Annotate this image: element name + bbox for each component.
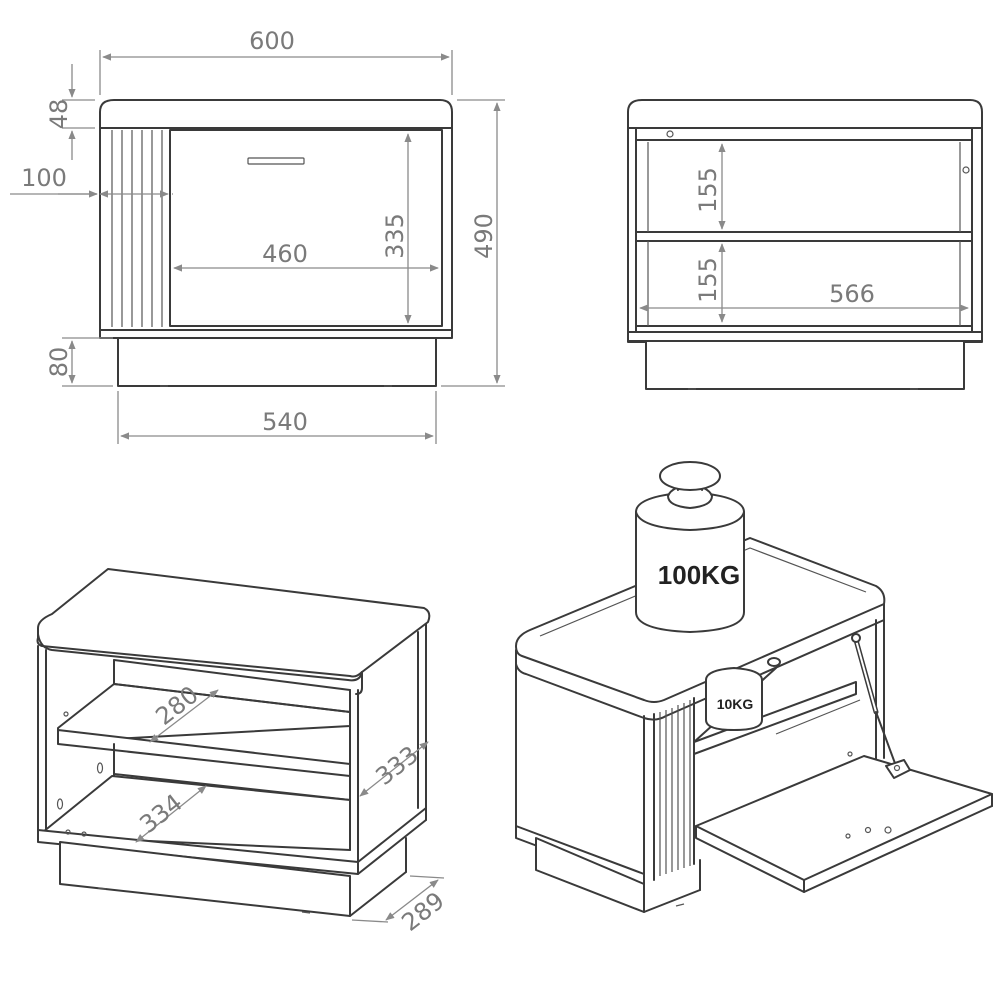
front-base	[117, 337, 437, 387]
load-label-100kg: 100KG	[658, 560, 740, 590]
load-label-10kg: 10KG	[717, 696, 754, 712]
open-door	[695, 755, 993, 881]
front-slat-panel	[111, 130, 163, 327]
dim-width-600: 600	[249, 27, 295, 55]
dim-top-48: 48	[45, 99, 73, 130]
dim-slat-100: 100	[21, 164, 67, 192]
dim-total-490: 490	[470, 213, 498, 259]
dim-door-460: 460	[262, 240, 308, 268]
dim-shelf-lower-155: 155	[694, 257, 722, 303]
gas-strut	[851, 633, 911, 779]
weight-10kg: 10KG	[705, 657, 781, 731]
iso-load-view: 10KG 100KG	[515, 461, 993, 913]
dim-inner-height-333: 333	[370, 741, 423, 791]
middle-shelf	[635, 231, 973, 242]
back-base	[645, 340, 965, 390]
dim-shelf-upper-155: 155	[694, 167, 722, 213]
dim-door-335: 335	[381, 213, 409, 259]
dim-base-540: 540	[262, 408, 308, 436]
iso-slat-panel	[659, 700, 691, 876]
front-view: 600 48 100 335 460 490 80 540	[10, 27, 505, 444]
door-handle	[247, 157, 305, 165]
dim-inner-566: 566	[829, 280, 875, 308]
dim-depth-289: 289	[396, 887, 449, 937]
open-front-view: 155 155 566	[627, 99, 983, 390]
front-door	[169, 129, 443, 327]
weight-100kg: 100KG	[635, 461, 745, 633]
dim-base-80: 80	[45, 347, 73, 378]
iso-open-view: 280 334 333 289	[36, 568, 450, 937]
